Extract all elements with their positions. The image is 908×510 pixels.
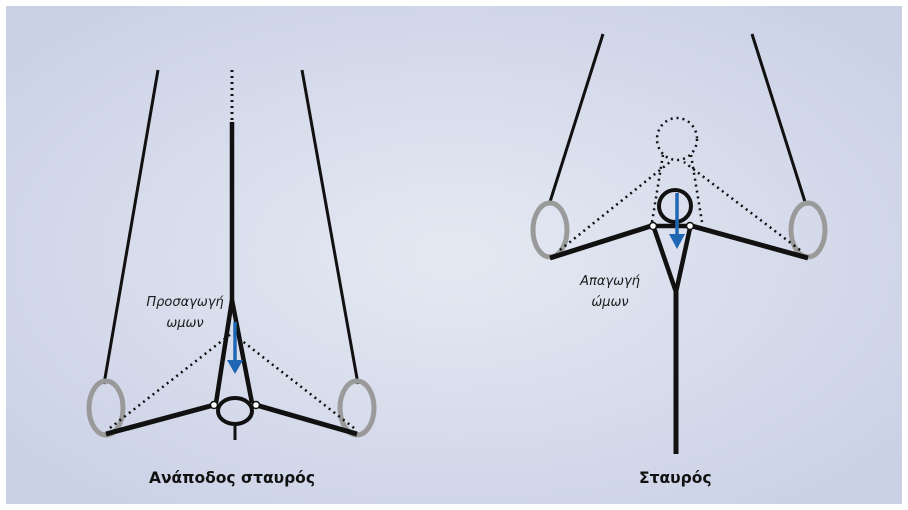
abduction-note-line2: ώμων [555,292,665,313]
adduction-note-line1: Προσαγωγή [125,292,245,313]
adduction-note-line2: ωμων [125,313,245,334]
right-shoulder-joint-left [650,223,657,230]
iron-cross-caption: Σταυρός [639,469,712,487]
left-shoulder-joint-left [211,402,218,409]
abduction-note-line1: Απαγωγή [555,271,665,292]
iron-cross-note: Απαγωγή ώμων [555,271,665,313]
right-shoulder-joint-right [687,223,694,230]
left-shoulder-joint-right [253,402,260,409]
inverted-cross-caption: Ανάποδος σταυρός [149,469,315,487]
inverted-cross-note: Προσαγωγή ωμων [125,292,245,334]
